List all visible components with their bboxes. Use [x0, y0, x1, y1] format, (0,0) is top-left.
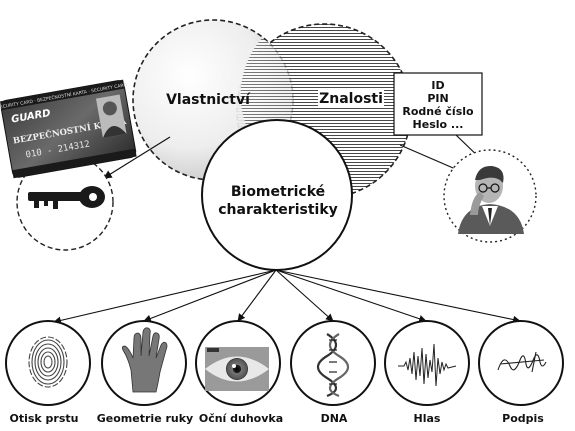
- knowledge-item-id: ID: [431, 79, 444, 92]
- knowledge-item-password: Heslo ...: [413, 118, 464, 131]
- signature-circle: [478, 320, 564, 406]
- arrow-fingerprint: [53, 269, 277, 325]
- eye-iris-icon: [205, 347, 269, 391]
- fingerprint-icon: [28, 336, 68, 388]
- knowledge-label: Znalosti: [319, 91, 383, 107]
- label-fingerprint: Otisk prstu: [9, 412, 78, 425]
- label-dna: DNA: [321, 412, 348, 425]
- label-hand-geometry: Geometrie ruky: [97, 412, 193, 425]
- fingerprint-circle: [5, 320, 91, 406]
- biometric-arrows: [53, 269, 521, 325]
- method-circles: [5, 320, 564, 406]
- arrow-signature: [275, 269, 521, 324]
- dna-helix-icon: [316, 333, 350, 398]
- knowledge-label-bg: [318, 88, 384, 108]
- label-iris: Oční duhovka: [199, 412, 283, 425]
- arrow-dna: [275, 269, 334, 322]
- signature-icon: [497, 351, 547, 373]
- biometric-label-line2: charakteristiky: [218, 202, 338, 218]
- label-voice: Hlas: [414, 412, 441, 425]
- biometric-label-line1: Biometrické: [231, 184, 325, 200]
- dna-circle: [290, 320, 376, 406]
- security-card: SECURITY CARD · BEZPEČNOSTNÍ KARTA · SEC…: [0, 79, 137, 179]
- possession-label: Vlastnictví: [166, 92, 251, 108]
- key-icon: [28, 186, 105, 209]
- voice-waveform-icon: [398, 343, 457, 387]
- thinking-person-icon: [458, 165, 524, 234]
- arrow-hand: [143, 269, 277, 323]
- label-signature: Podpis: [502, 412, 544, 425]
- arrow-iris: [237, 269, 277, 322]
- possession-to-key-arrow: [103, 136, 171, 179]
- hand-icon: [121, 327, 168, 393]
- arrow-voice: [275, 269, 427, 323]
- knowledge-item-birth-number: Rodné číslo: [402, 105, 474, 118]
- knowledge-box: [393, 72, 483, 136]
- knowledge-item-pin: PIN: [427, 92, 448, 105]
- card-photo: [95, 94, 127, 139]
